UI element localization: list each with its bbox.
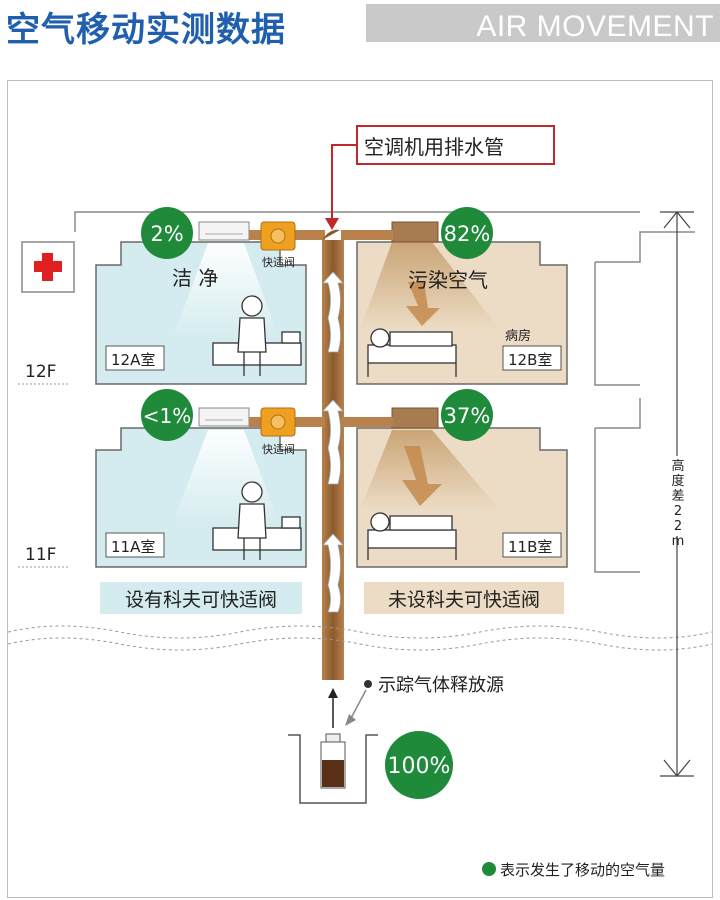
room-tag-11b: 11B室: [502, 532, 562, 558]
hospital-cross-icon: [21, 241, 75, 293]
polluted-air-label: 污染空气: [408, 268, 488, 292]
percent-source: 100%: [388, 754, 451, 779]
ac-unit-11a: [198, 407, 250, 427]
percent-11a: <1%: [143, 404, 192, 428]
without-valve-caption: 未设科夫可快适阀: [388, 589, 540, 611]
patient-lying-12b: [367, 328, 457, 377]
ac-unit-11b: [391, 407, 439, 429]
tracer-up-arrowhead: [328, 688, 338, 698]
patient-sitting-11a: [212, 481, 302, 560]
tracer-pointer-head: [345, 714, 356, 726]
ac-unit-12a: [198, 221, 250, 241]
ward-label: 病房: [505, 328, 531, 344]
room-tag-12a: 12A室: [105, 345, 165, 371]
without-valve-caption-bg: [364, 582, 564, 614]
patient-sitting-12a: [212, 295, 302, 376]
percent-badge-12a: 2%: [141, 207, 193, 259]
header-band: AIR MOVEMENT: [366, 4, 720, 43]
drain-pipe-label: 空调机用排水管: [364, 135, 504, 159]
percent-11b: 37%: [444, 404, 491, 428]
tracer-pit: [288, 734, 378, 804]
floor-label-12f: 12F: [25, 362, 56, 382]
building-outline: [74, 211, 695, 573]
patient-lying-11b: [367, 512, 457, 560]
percent-badge-11a: <1%: [141, 389, 193, 441]
floor-label-11f: 11F: [25, 545, 56, 565]
percent-badge-source: 100%: [385, 731, 453, 799]
polluted-arrow-11b: [402, 446, 442, 506]
tracer-pointer-line: [349, 689, 367, 721]
percent-badge-12b: 82%: [441, 207, 493, 259]
percent-badge-11b: 37%: [441, 389, 493, 441]
drain-pipe-callout-box: [356, 125, 555, 165]
polluted-arrow-12b: [406, 282, 440, 326]
polluted-airflow-11b: [360, 430, 500, 510]
section-break-line: [7, 625, 713, 639]
tracer-source-label: 示踪气体释放源: [378, 675, 504, 696]
height-dimension: [660, 211, 694, 777]
valve-label-12a: 快适阀: [262, 255, 295, 269]
drain-pipe-callout-arrowhead: [325, 218, 339, 230]
percent-12a: 2%: [150, 222, 183, 246]
room-label-11a: 11A室: [111, 538, 155, 556]
pipe-airflow-arrow-upper: [322, 271, 344, 353]
polluted-airflow-12b: [360, 242, 500, 330]
section-break-line-2: [7, 637, 713, 651]
legend-text: 表示发生了移动的空气量: [500, 861, 665, 879]
valve-label-11a: 快适阀: [262, 442, 295, 456]
legend-dot: [482, 862, 496, 876]
pipe-airflow-arrow-lower: [322, 399, 344, 485]
tracer-gas-bottle: [320, 733, 346, 789]
valve-icon-11a: [260, 407, 296, 437]
diagram-frame: [7, 80, 713, 898]
clean-label: 洁 净: [172, 266, 218, 290]
percent-12b: 82%: [444, 222, 491, 246]
header-subtitle-en: AIR MOVEMENT: [476, 10, 714, 43]
page-title: 空气移动实测数据: [6, 10, 286, 50]
tracer-label-dot: [364, 680, 372, 688]
valve-icon-12a: [260, 221, 296, 251]
room-label-12b: 12B室: [508, 351, 552, 369]
room-label-12a: 12A室: [111, 351, 155, 369]
drain-pipe-callout-line: [331, 144, 357, 220]
pipe-airflow-arrow-bottom: [322, 533, 344, 613]
with-valve-caption: 设有科夫可快适阀: [125, 589, 277, 611]
room-tag-11a: 11A室: [105, 532, 165, 558]
ac-unit-12b: [391, 221, 439, 243]
room-label-11b: 11B室: [508, 538, 552, 556]
with-valve-caption-bg: [100, 582, 302, 614]
room-tag-12b: 12B室: [502, 345, 562, 371]
